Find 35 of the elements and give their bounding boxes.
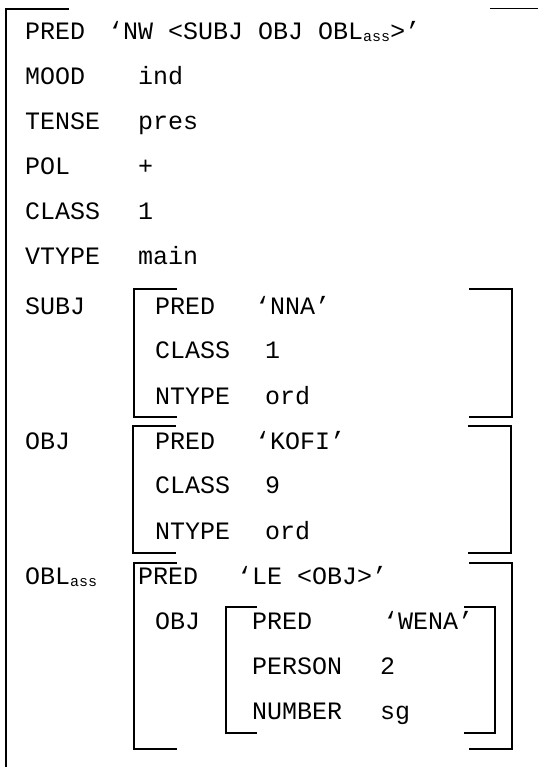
feature-name: OBJ — [155, 608, 200, 638]
feature-name: PRED — [25, 18, 86, 48]
feature-value: 1 — [138, 198, 154, 228]
bracketed-matrix — [5, 8, 538, 767]
feature-name: POL — [25, 153, 70, 183]
feature-name: SUBJ — [25, 293, 86, 323]
feature-value: ‘KOFI’ — [255, 428, 346, 458]
feature-name: NTYPE — [155, 383, 230, 413]
feature-name: TENSE — [25, 108, 100, 138]
feature-value: 2 — [380, 653, 396, 683]
feature-value: ‘WENA’ — [383, 608, 474, 638]
feature-value: 9 — [265, 472, 280, 502]
feature-name: PRED — [155, 293, 216, 323]
feature-value: ‘LE <OBJ>’ — [237, 563, 388, 593]
feature-value: ‘NNA’ — [255, 293, 330, 323]
feature-name: NUMBER — [252, 698, 342, 728]
feature-value: pres — [138, 108, 198, 138]
feature-name: PRED — [138, 563, 198, 593]
feature-name: CLASS — [155, 337, 230, 367]
feature-value: ind — [138, 63, 184, 93]
feature-name: NTYPE — [155, 518, 230, 548]
feature-value: main — [138, 243, 198, 273]
feature-name: PERSON — [252, 653, 342, 683]
feature-value: ord — [265, 383, 310, 413]
feature-name: OBJ — [25, 428, 70, 458]
feature-name: CLASS — [25, 198, 100, 228]
feature-value: ord — [265, 518, 310, 548]
feature-name: MOOD — [25, 63, 86, 93]
feature-name: CLASS — [155, 472, 230, 502]
feature-value: sg — [380, 698, 410, 728]
feature-name: PRED — [252, 608, 312, 638]
feature-name: PRED — [155, 428, 216, 458]
feature-name: VTYPE — [25, 243, 100, 273]
feature-value: 1 — [265, 337, 280, 367]
feature-value: + — [138, 153, 154, 183]
